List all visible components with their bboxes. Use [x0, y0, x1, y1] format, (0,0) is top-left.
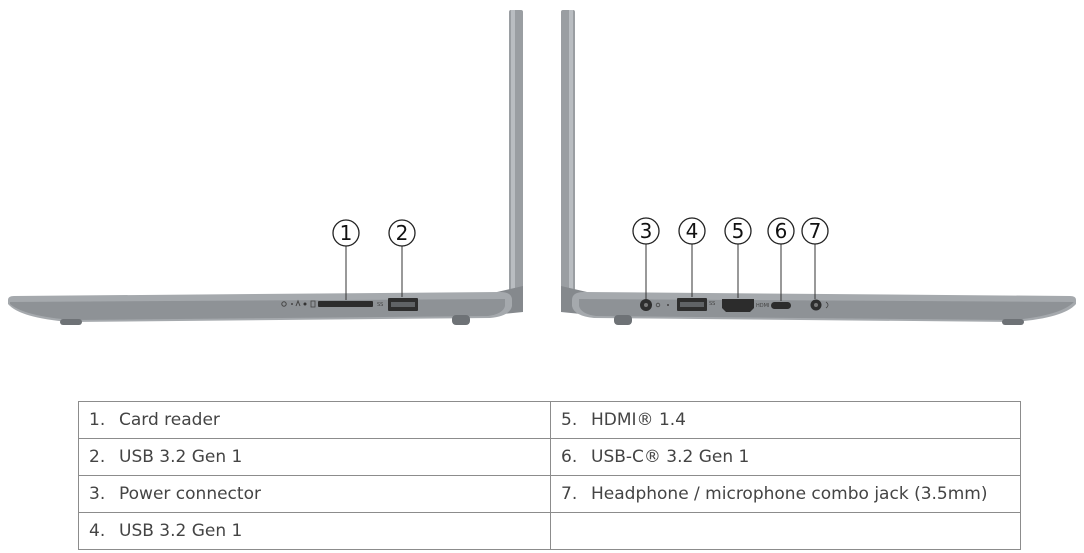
ports-legend-table: 1. Card reader 5. HDMI® 1.4 2. USB 3.2 Gen …: [78, 401, 1021, 550]
table-row: 2. USB 3.2 Gen 1 6. USB-C® 3.2 Gen 1: [78, 438, 1021, 476]
item-label: USB 3.2 Gen 1: [119, 521, 243, 541]
table-cell: 3. Power connector: [78, 475, 551, 513]
laptop-right-side-view: SS HDMI 3 4 5 6: [561, 10, 1076, 325]
svg-text:7: 7: [809, 219, 822, 243]
laptop-ports-illustration: SS 1 2 SS: [8, 10, 1076, 325]
laptop-left-side-view: SS 1 2: [8, 10, 523, 325]
svg-text:2: 2: [396, 221, 409, 245]
item-number: 7.: [561, 484, 578, 504]
table-row: 3. Power connector 7. Headphone / micropho…: [78, 475, 1021, 513]
table-cell: 4. USB 3.2 Gen 1: [78, 512, 551, 550]
table-cell: 5. HDMI® 1.4: [550, 401, 1021, 439]
callout-7: 7: [801, 217, 829, 245]
table-row: 4. USB 3.2 Gen 1: [78, 512, 1021, 550]
callout-1: 1: [332, 219, 360, 247]
table-cell-empty: [550, 512, 1021, 550]
callout-2: 2: [388, 219, 416, 247]
callout-6: 6: [767, 217, 795, 245]
table-row: 1. Card reader 5. HDMI® 1.4: [78, 401, 1021, 439]
item-number: 4.: [89, 521, 106, 541]
table-cell: 7. Headphone / microphone combo jack (3.5…: [550, 475, 1021, 513]
callout-4: 4: [678, 217, 706, 245]
item-number: 6.: [561, 447, 578, 467]
svg-text:1: 1: [340, 221, 353, 245]
table-cell: 2. USB 3.2 Gen 1: [78, 438, 551, 476]
item-label: HDMI® 1.4: [591, 410, 686, 430]
svg-text:SS: SS: [709, 301, 715, 307]
item-label: USB-C® 3.2 Gen 1: [591, 447, 750, 467]
svg-text:HDMI: HDMI: [756, 303, 769, 309]
card-reader-slot: [318, 301, 373, 307]
usb-c-port: [771, 302, 791, 309]
item-number: 3.: [89, 484, 106, 504]
svg-text:3: 3: [640, 219, 653, 243]
table-cell: 6. USB-C® 3.2 Gen 1: [550, 438, 1021, 476]
item-number: 2.: [89, 447, 106, 467]
svg-text:5: 5: [732, 219, 745, 243]
svg-text:SS: SS: [377, 302, 383, 308]
svg-text:4: 4: [686, 219, 699, 243]
item-number: 5.: [561, 410, 578, 430]
item-label: Power connector: [119, 484, 261, 504]
hdmi-port: [722, 299, 754, 312]
svg-text:6: 6: [775, 219, 788, 243]
item-number: 1.: [89, 410, 106, 430]
callout-5: 5: [724, 217, 752, 245]
item-label: Headphone / microphone combo jack (3.5mm…: [591, 484, 988, 504]
callout-3: 3: [632, 217, 660, 245]
table-cell: 1. Card reader: [78, 401, 551, 439]
item-label: Card reader: [119, 410, 220, 430]
item-label: USB 3.2 Gen 1: [119, 447, 243, 467]
